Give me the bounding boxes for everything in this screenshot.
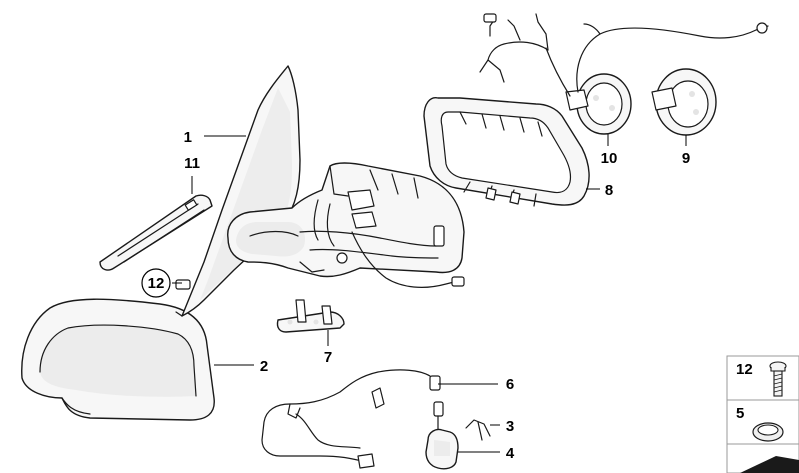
legend-label-12: 12	[736, 361, 753, 378]
base-cable	[351, 231, 465, 288]
callout-9: 9	[682, 150, 690, 167]
callout-10: 10	[601, 150, 618, 167]
mirror-base-housing	[227, 162, 465, 278]
callout-6: 6	[506, 376, 514, 393]
callout-4: 4	[506, 445, 515, 462]
mirror-glass	[175, 65, 301, 317]
callout-3: 3	[506, 418, 514, 435]
mounting-bracket	[276, 299, 345, 333]
mirror-cover-cap	[21, 298, 215, 421]
adjustment-motor-with-harness	[479, 13, 769, 135]
callout-1: 1	[184, 129, 192, 146]
lamp-unit	[425, 401, 459, 470]
retaining-clip	[465, 419, 491, 441]
fastener-part-icon	[740, 454, 799, 473]
callout-12-circle: 12	[141, 268, 171, 298]
seal-ring-icon	[752, 422, 784, 442]
mirror-frame-bezel	[423, 97, 590, 207]
leader-lines	[172, 134, 687, 453]
parts-legend: 12 5	[726, 355, 799, 473]
callout-11: 11	[184, 155, 200, 172]
motor-unit	[651, 68, 717, 136]
wiring-harness	[261, 369, 441, 469]
screw-stub	[175, 279, 191, 290]
heating-element-strip	[99, 194, 213, 271]
callout-2: 2	[260, 358, 268, 375]
legend-label-5: 5	[736, 405, 744, 422]
callout-12: 12	[148, 275, 165, 292]
callout-7: 7	[324, 349, 332, 366]
callout-8: 8	[605, 182, 613, 199]
screw-icon	[769, 361, 787, 397]
